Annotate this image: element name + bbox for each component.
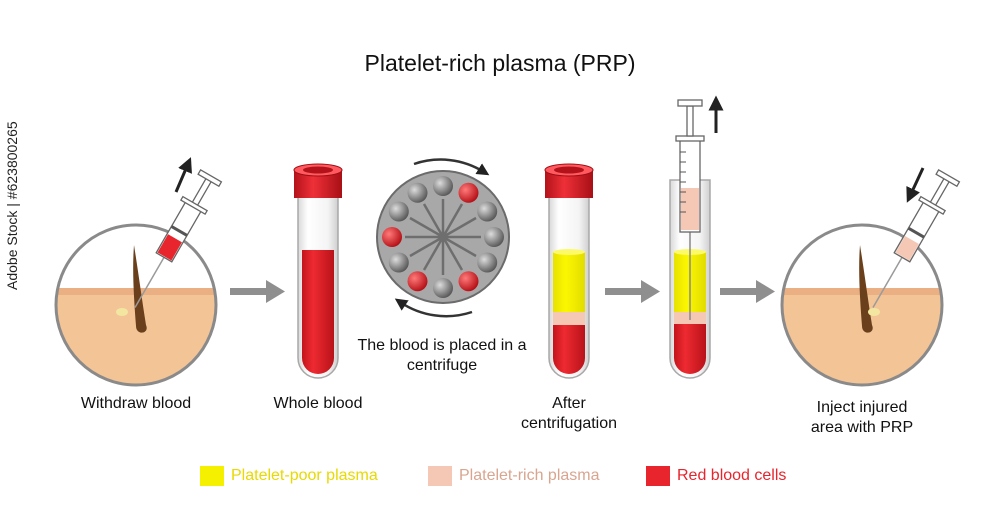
label-after-centrifugation: After centrifugation (489, 394, 649, 434)
inject-skin-circle (780, 223, 944, 387)
tube-slot (484, 227, 504, 247)
label-centrifuge: The blood is placed in a centrifuge (342, 336, 542, 376)
tube-slot (407, 182, 428, 203)
tube-slot (433, 278, 453, 298)
label-centrifuge-line2: centrifuge (406, 357, 478, 374)
label-inject-line2: area with PRP (810, 419, 914, 436)
hair-icon (116, 245, 147, 333)
legend-platelet-rich: Platelet-rich plasma (428, 466, 600, 486)
syringe-inject-icon (872, 169, 961, 308)
label-withdraw: Withdraw blood (80, 395, 192, 412)
legend-red-cells: Red blood cells (646, 466, 786, 486)
legend-platelet-poor: Platelet-poor plasma (200, 466, 378, 486)
whole-blood-tube (293, 163, 343, 379)
withdraw-skin-circle (54, 223, 218, 387)
centrifuge-rotor (376, 170, 510, 304)
label-inject-line1: Inject injured (816, 399, 908, 416)
tube-slot (388, 252, 409, 273)
tube-slot (388, 201, 409, 222)
label-whole-blood: Whole blood (273, 395, 363, 412)
page-title: Platelet-rich plasma (PRP) (364, 50, 636, 76)
rotation-arrow-icon (413, 158, 490, 176)
flow-arrow-icon (720, 280, 775, 303)
label-after-line1: After (552, 395, 586, 412)
syringe-extract-icon (675, 99, 705, 320)
tube-slot (458, 271, 479, 292)
centrifuged-tube (544, 163, 594, 379)
tube-slot (407, 271, 428, 292)
label-after-line2: centrifugation (520, 415, 618, 432)
legend-swatch-peach (428, 466, 452, 486)
hair-icon (859, 245, 880, 333)
legend-swatch-yellow (200, 466, 224, 486)
legend-swatch-red (646, 466, 670, 486)
flow-arrow-icon (230, 280, 285, 303)
rotation-arrow-icon (394, 298, 473, 318)
legend-label: Red blood cells (677, 467, 787, 484)
arrow-down-icon (906, 167, 925, 203)
watermark: Adobe Stock | #623800265 (4, 121, 20, 290)
tube-slot (477, 201, 498, 222)
label-inject: Inject injured area with PRP (782, 398, 942, 438)
label-centrifuge-line1: The blood is placed in a (357, 337, 527, 354)
tube-slot (433, 176, 453, 196)
legend-label: Platelet-poor plasma (231, 467, 378, 484)
legend-label: Platelet-rich plasma (459, 467, 600, 484)
flow-arrow-icon (605, 280, 660, 303)
arrow-up-icon (174, 157, 192, 193)
tube-slot (458, 182, 479, 203)
tube-slot (382, 227, 402, 247)
syringe-withdraw-icon (134, 169, 223, 308)
tube-slot (477, 252, 498, 273)
